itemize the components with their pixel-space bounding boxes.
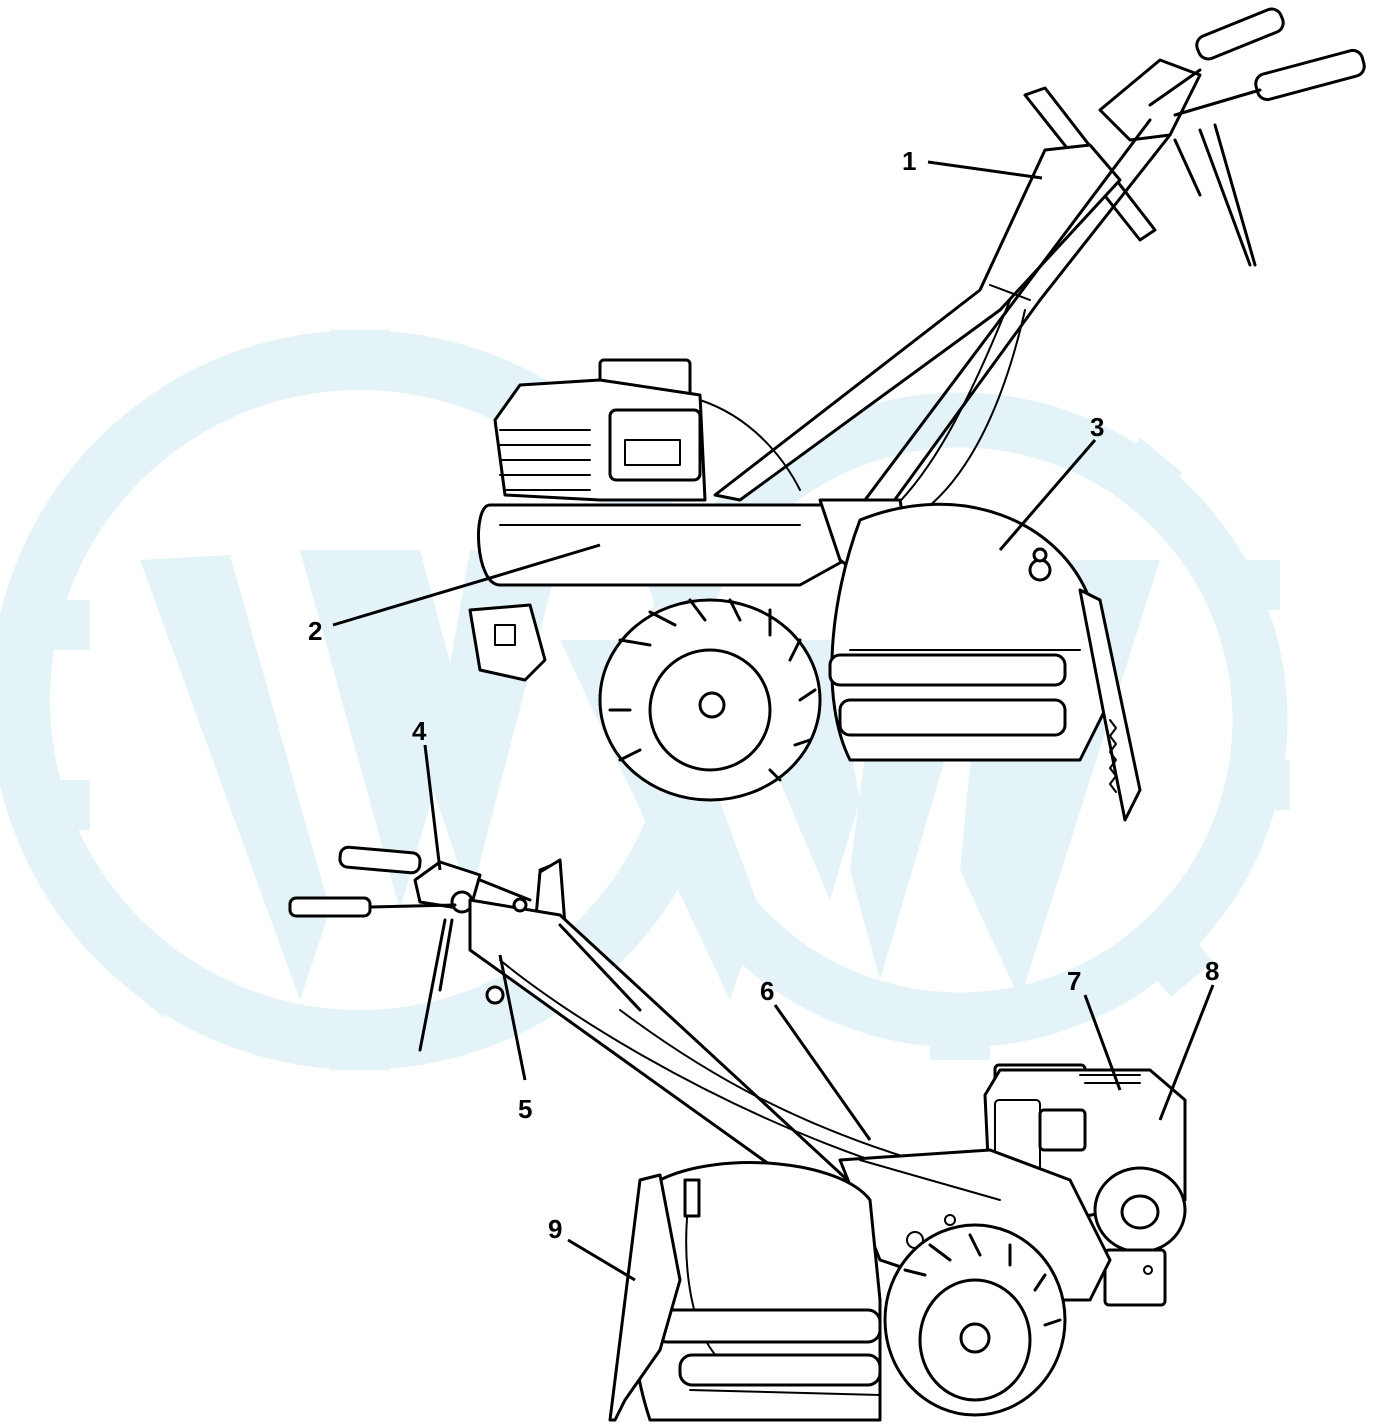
leader-4 [423,744,442,871]
callout-2: 2 [308,616,322,646]
handle-grip-left-upper [338,845,422,875]
front-bumper-bottom [1103,1248,1167,1307]
engine-top-fins [1079,1074,1141,1084]
callout-5: 5 [518,1094,532,1124]
engine-cooling-fins [499,429,591,491]
tine-shield-lower [838,698,1067,737]
handlebar-tube-bottom [468,898,882,1217]
leader-8 [1158,984,1215,1121]
callout-9: 9 [548,1214,562,1244]
engine-air-cleaner-bottom [1038,1108,1087,1152]
leader-3 [998,439,1097,551]
belt-guard [477,503,854,587]
engine-air-cleaner [608,408,702,482]
front-bumper [468,603,547,682]
handlebar-tube [713,143,1122,502]
handle-grip-upper [1195,7,1285,61]
callout-labels: 1 2 3 4 5 6 7 8 9 [308,146,1219,1244]
callout-1: 1 [902,146,916,176]
leader-5 [498,954,527,1081]
tire-treads [608,598,817,782]
tiller-bottom-view [288,845,1187,1422]
callout-6: 6 [760,976,774,1006]
rear-deflector-bottom [608,1173,682,1422]
callout-8: 8 [1205,956,1219,986]
wheel-top [598,598,822,802]
leader-7 [1083,994,1122,1091]
leader-9 [567,1238,636,1282]
callout-leaders [332,160,1215,1282]
wheel-hub-bottom [959,1322,991,1354]
leader-6 [773,1004,872,1141]
callout-3: 3 [1090,412,1104,442]
tine-shield-upper-bottom [653,1308,882,1344]
leader-2 [332,543,601,627]
callout-4: 4 [412,716,427,746]
leader-1 [927,160,1043,180]
handle-grip-lower [1254,48,1366,102]
rear-deflector [1078,588,1142,822]
wheel-hub [698,691,726,719]
tiller-top-view [468,7,1366,822]
tine-shield-lower-bottom [678,1353,882,1387]
tine-shield-upper [828,653,1067,687]
handle-grip-left-lower [288,896,372,918]
handle-bracket [1098,58,1202,142]
tire-treads-bottom [903,1233,1062,1327]
callout-7: 7 [1067,966,1081,996]
wheel-bottom [883,1223,1067,1417]
